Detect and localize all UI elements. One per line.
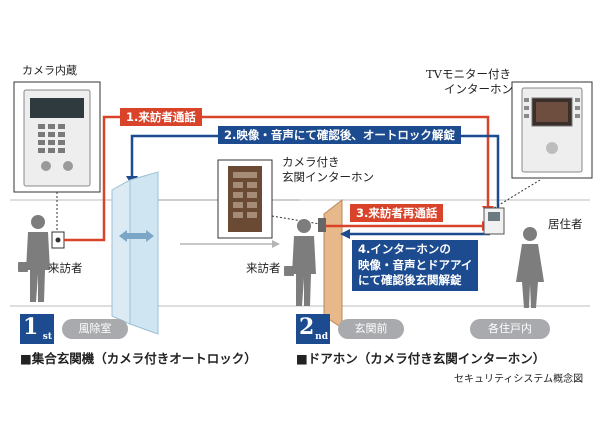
door-intercom-label-2: 玄関インターホン xyxy=(282,170,374,184)
footnote-label: セキュリティシステム概念図 xyxy=(454,374,584,385)
visitor-mid-silhouette xyxy=(284,219,316,306)
caption-first: ■集合玄関機（カメラ付きオートロック） xyxy=(20,351,257,366)
panel-camera-icon xyxy=(41,161,51,171)
door-open-arrow-left-icon xyxy=(119,230,127,242)
visitor-left-label: 来訪者 xyxy=(48,261,83,275)
stage-second-suffix: nd xyxy=(315,332,328,342)
glass-door-left xyxy=(111,179,131,325)
tv-monitor-label-1: TVモニター付き xyxy=(426,67,511,81)
step4-label: 4.インターホンの 映像・音声とドアアイ にて確認後玄関解錠 xyxy=(352,240,479,291)
tv-monitor-label-2: インターホン xyxy=(444,82,513,96)
step4-line1: 4.インターホンの xyxy=(358,242,451,256)
door-intercom-icon xyxy=(318,218,326,232)
panel-screen xyxy=(30,98,84,118)
panel-speaker-icon xyxy=(63,161,73,171)
tv-monitor-speaker-icon xyxy=(546,142,558,154)
step3-label: 3.来訪者再通話 xyxy=(350,204,444,223)
panel-keypad-icon xyxy=(38,124,65,153)
glass-door-right xyxy=(129,171,159,335)
resident-silhouette xyxy=(516,227,544,308)
camera-builtin-label: カメラ内蔵 xyxy=(22,64,77,77)
zone-unit: 各住戸内 xyxy=(470,319,550,339)
resident-label: 居住者 xyxy=(548,217,583,231)
zone-entrance: 玄関前 xyxy=(338,319,404,339)
stage-second-badge: 2 nd xyxy=(296,314,330,344)
stage-first-num: 1 xyxy=(23,314,39,340)
visitor-left-silhouette xyxy=(18,215,50,302)
door-intercom-label-1: カメラ付き xyxy=(282,155,340,169)
stage-first-badge: 1 st xyxy=(20,314,54,344)
step2-label: 2.映像・音声にて確認後、オートロック解錠 xyxy=(218,126,461,145)
visitor-mid-label: 来訪者 xyxy=(246,261,281,275)
stage-first-suffix: st xyxy=(42,332,52,342)
caption-second: ■ドアホン（カメラ付き玄関インターホン） xyxy=(296,351,546,366)
step1-label: 1.来訪者通話 xyxy=(120,108,202,127)
step4-line2: 映像・音声とドアアイ xyxy=(358,257,473,272)
step4-line3: にて確認後玄関解錠 xyxy=(358,273,462,288)
zone-vestibule: 風除室 xyxy=(62,319,128,339)
stage-second-num: 2 xyxy=(299,314,315,340)
step1-path xyxy=(64,115,490,242)
entrance-door xyxy=(323,198,343,329)
door-open-arrow-right-icon xyxy=(146,230,154,242)
